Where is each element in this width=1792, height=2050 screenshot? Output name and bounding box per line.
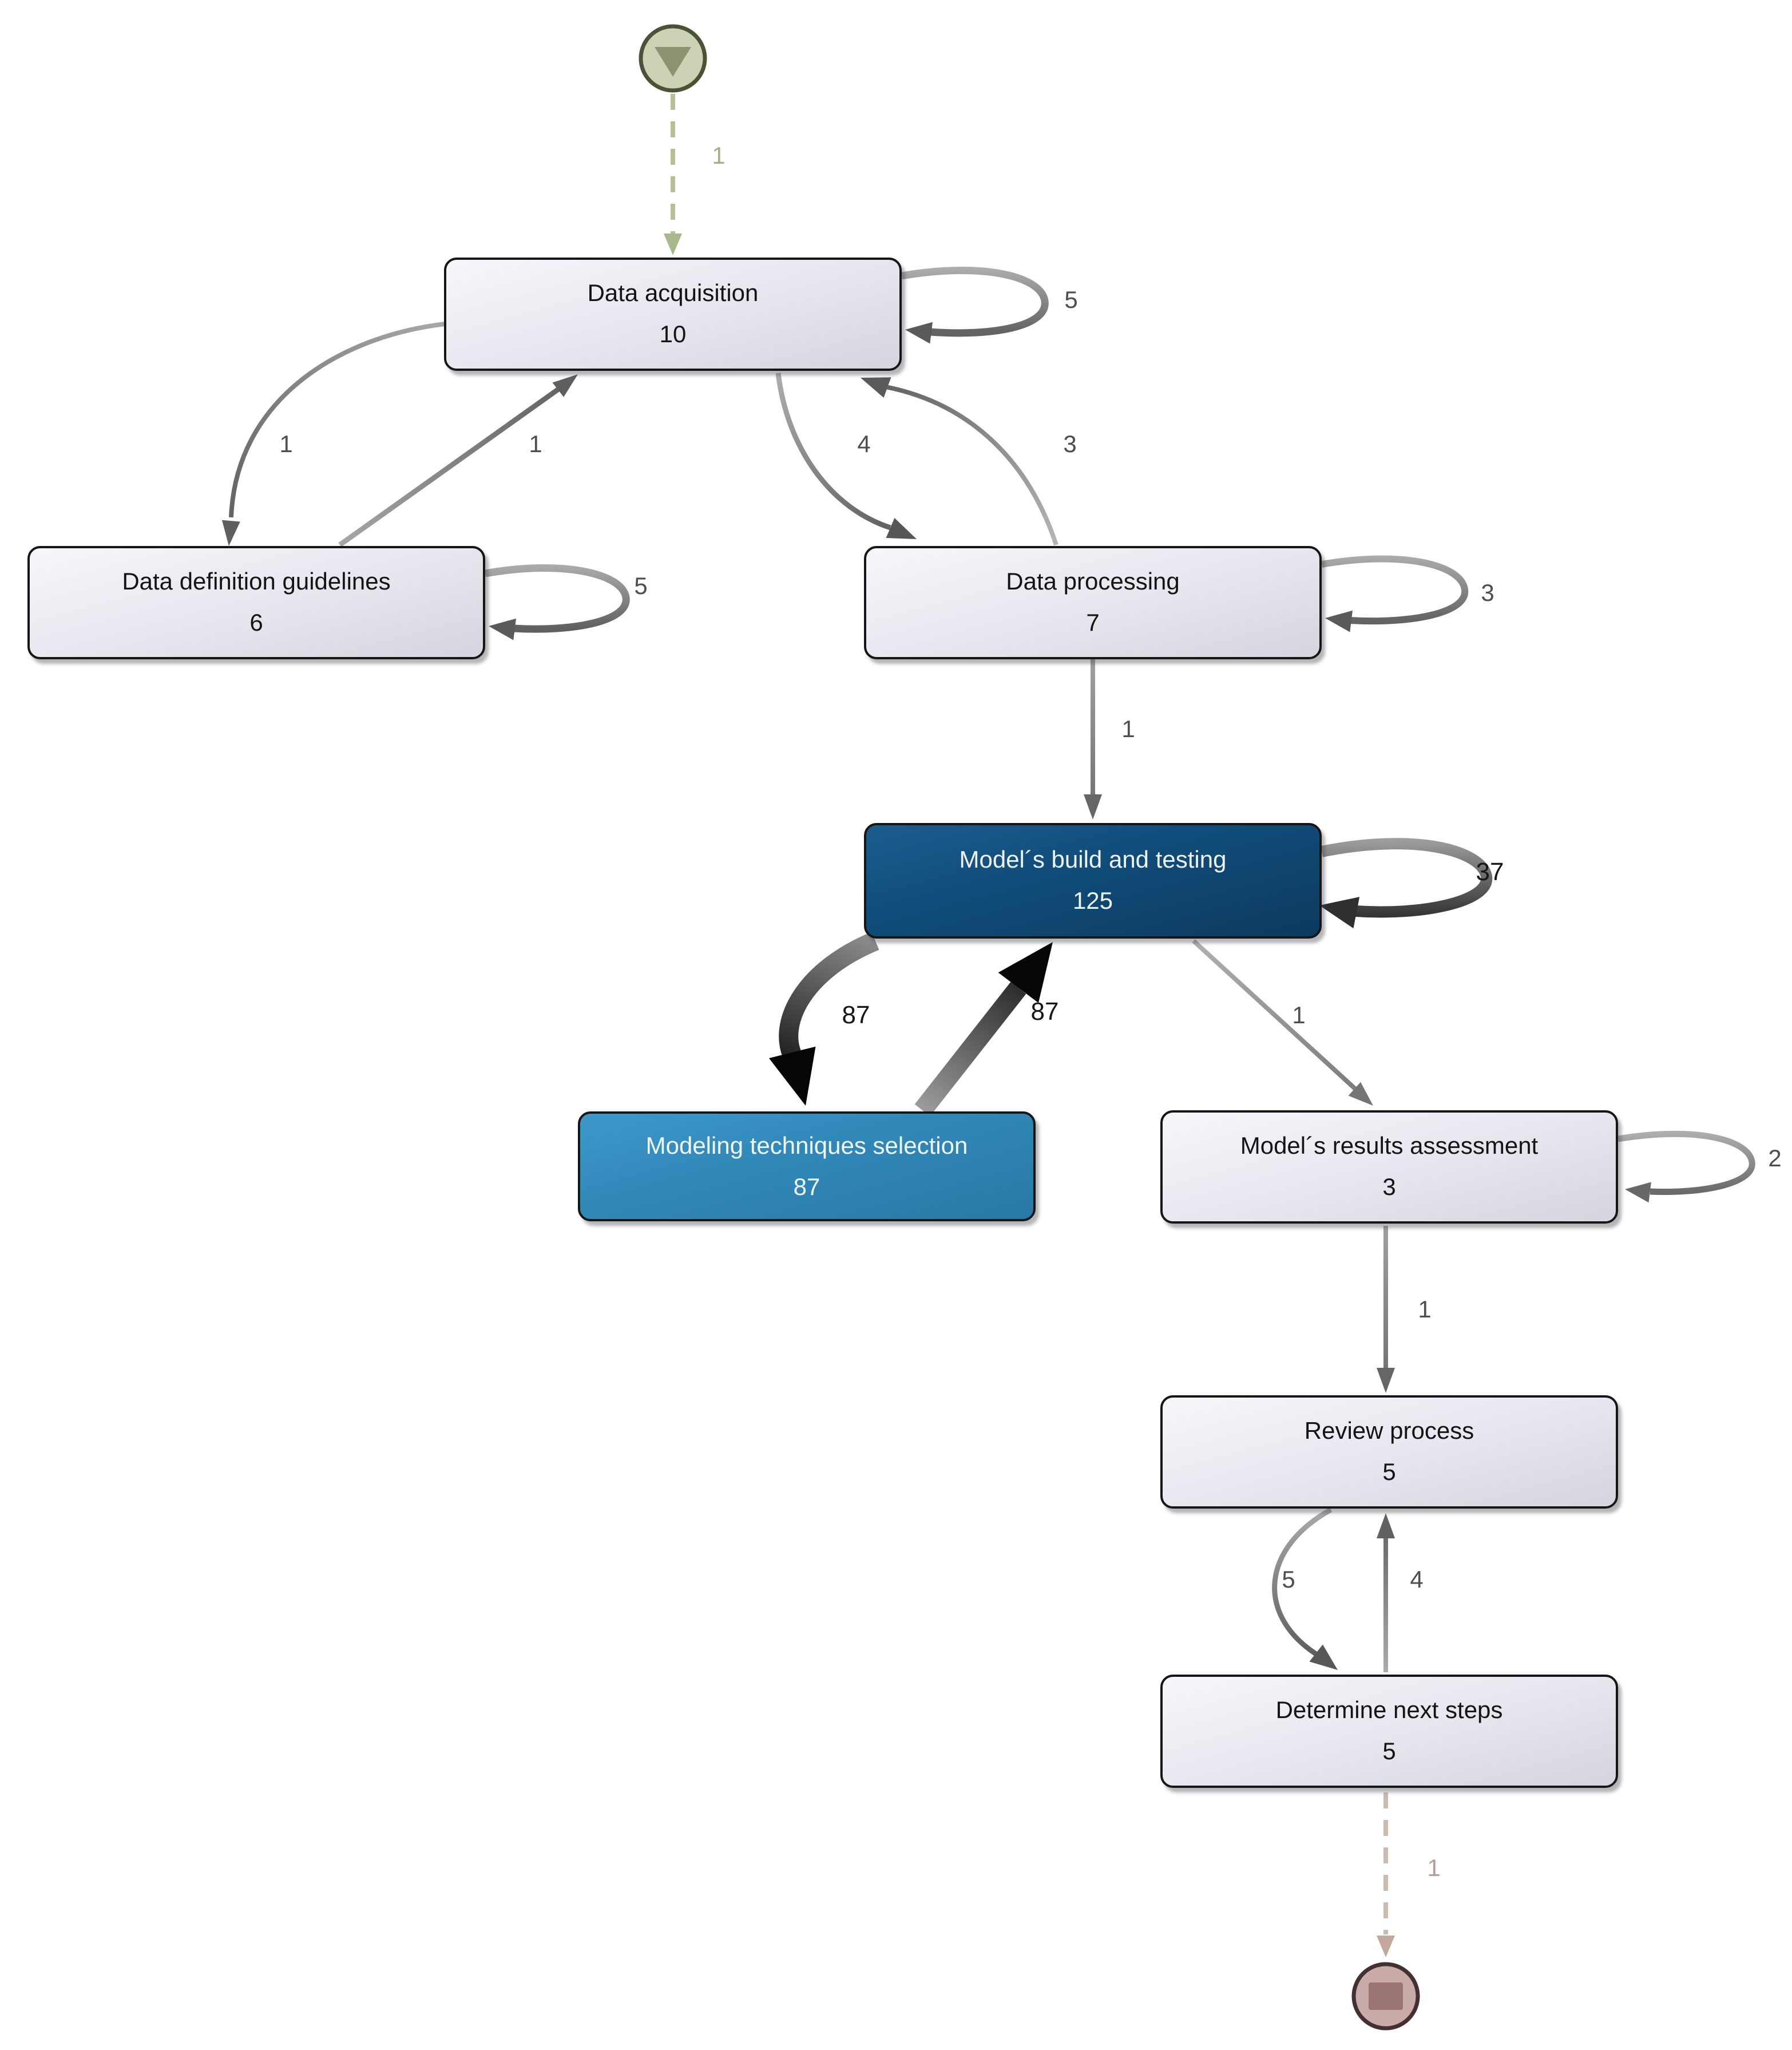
node-count: 87 xyxy=(793,1174,820,1200)
edge-determine-next-steps-to-review-process-arrowhead xyxy=(1377,1513,1395,1538)
edge-label-review-process-to-determine-next-steps: 5 xyxy=(1282,1567,1295,1593)
edge-models-results-assessment-self-loop-arrowhead xyxy=(1625,1182,1651,1203)
node-label: Modeling techniques selection xyxy=(645,1133,968,1159)
node-modeling-techniques-selection[interactable]: Modeling techniques selection 87 xyxy=(578,1111,1036,1221)
node-label: Determine next steps xyxy=(1275,1697,1503,1724)
edge-data-definition-guidelines-to-data-acquisition-arrowhead xyxy=(552,374,578,397)
edge-label-data-definition-guidelines-self-loop: 5 xyxy=(634,573,648,600)
edge-data-acquisition-self-loop-arrowhead xyxy=(905,322,933,344)
edge-determine-next-steps-to-end-arrowhead xyxy=(1377,1936,1395,1957)
edge-label-modeling-techniques-selection-to-models-build-and-testing: 87 xyxy=(1030,997,1059,1026)
edge-label-data-processing-self-loop: 3 xyxy=(1481,580,1494,607)
edge-review-process-to-determine-next-steps xyxy=(1272,1507,1333,1656)
edge-modeling-techniques-selection-to-models-build-and-testing-arrowhead xyxy=(998,942,1053,1003)
node-label: Model´s results assessment xyxy=(1240,1133,1539,1159)
edge-models-build-and-testing-to-modeling-techniques-selection-arrowhead xyxy=(769,1046,816,1106)
edge-models-build-and-testing-self-loop xyxy=(1321,838,1493,918)
node-data-processing[interactable]: Data processing 7 xyxy=(864,546,1322,659)
edge-label-models-build-and-testing-to-models-results-assessment: 1 xyxy=(1292,1003,1306,1029)
edge-start-to-data-acquisition-arrowhead xyxy=(664,234,682,255)
edge-data-processing-to-data-acquisition-arrowhead xyxy=(861,377,891,398)
edge-models-build-and-testing-to-models-results-assessment-arrowhead xyxy=(1348,1082,1373,1106)
edge-modeling-techniques-selection-to-models-build-and-testing xyxy=(914,982,1026,1117)
edge-data-processing-self-loop xyxy=(1321,555,1469,625)
edge-label-data-acquisition-to-data-definition-guidelines: 1 xyxy=(279,432,293,458)
edge-label-models-results-assessment-self-loop: 2 xyxy=(1768,1146,1782,1172)
node-label: Data definition guidelines xyxy=(122,569,391,595)
edge-data-acquisition-to-data-processing xyxy=(775,373,891,531)
edge-models-results-assessment-self-loop xyxy=(1617,1130,1755,1196)
node-count: 125 xyxy=(1072,888,1113,915)
node-count: 3 xyxy=(1382,1174,1396,1201)
edge-label-data-processing-to-models-build-and-testing: 1 xyxy=(1121,717,1135,743)
node-models-build-and-testing[interactable]: Model´s build and testing 125 xyxy=(864,823,1322,939)
edge-data-definition-guidelines-self-loop xyxy=(484,564,630,633)
edge-review-process-to-determine-next-steps-arrowhead xyxy=(1309,1644,1338,1670)
edge-data-processing-to-models-build-and-testing-arrowhead xyxy=(1084,794,1102,820)
node-label: Model´s build and testing xyxy=(959,847,1227,873)
edge-data-processing-self-loop-arrowhead xyxy=(1325,610,1353,632)
node-data-definition-guidelines[interactable]: Data definition guidelines 6 xyxy=(27,546,485,659)
node-count: 6 xyxy=(249,610,263,636)
edge-label-determine-next-steps-to-review-process: 4 xyxy=(1410,1567,1424,1593)
node-count: 10 xyxy=(659,322,687,348)
edge-label-start-to-data-acquisition: 1 xyxy=(712,143,725,169)
edge-label-models-build-and-testing-to-modeling-techniques-selection: 87 xyxy=(842,1000,870,1029)
edge-data-processing-to-data-acquisition xyxy=(885,385,1058,546)
node-data-acquisition[interactable]: Data acquisition 10 xyxy=(444,258,902,371)
edge-label-models-build-and-testing-self-loop: 37 xyxy=(1476,857,1504,886)
edge-data-acquisition-to-data-processing-arrowhead xyxy=(886,517,917,539)
edge-data-definition-guidelines-to-data-acquisition xyxy=(338,387,560,547)
edge-label-data-acquisition-self-loop: 5 xyxy=(1064,287,1078,314)
edge-models-build-and-testing-self-loop-arrowhead xyxy=(1319,897,1360,929)
edge-data-acquisition-self-loop xyxy=(901,267,1049,337)
edge-label-data-definition-guidelines-to-data-acquisition: 1 xyxy=(529,432,542,458)
node-models-results-assessment[interactable]: Model´s results assessment 3 xyxy=(1160,1110,1618,1224)
edge-label-determine-next-steps-to-end: 1 xyxy=(1427,1855,1441,1882)
start-play-triangle-icon xyxy=(655,47,691,77)
edge-label-data-acquisition-to-data-processing: 4 xyxy=(857,432,871,458)
edge-models-build-and-testing-to-modeling-techniques-selection xyxy=(779,932,879,1058)
node-count: 5 xyxy=(1382,1739,1396,1765)
node-label: Review process xyxy=(1304,1418,1474,1445)
node-review-process[interactable]: Review process 5 xyxy=(1160,1395,1618,1509)
end-stop-square-icon xyxy=(1369,1982,1403,2010)
node-count: 7 xyxy=(1086,610,1100,636)
edge-models-results-assessment-to-review-process-arrowhead xyxy=(1377,1368,1395,1393)
edge-label-models-results-assessment-to-review-process: 1 xyxy=(1418,1297,1432,1323)
edge-data-acquisition-to-data-definition-guidelines xyxy=(229,322,446,518)
edge-label-data-processing-to-data-acquisition: 3 xyxy=(1063,432,1077,458)
node-determine-next-steps[interactable]: Determine next steps 5 xyxy=(1160,1675,1618,1788)
node-label: Data processing xyxy=(1006,569,1180,595)
edge-data-definition-guidelines-self-loop-arrowhead xyxy=(489,618,516,640)
edge-models-build-and-testing-to-models-results-assessment xyxy=(1192,939,1357,1090)
node-count: 5 xyxy=(1382,1459,1396,1486)
edge-data-acquisition-to-data-definition-guidelines-arrowhead xyxy=(221,520,240,546)
node-label: Data acquisition xyxy=(587,280,759,307)
